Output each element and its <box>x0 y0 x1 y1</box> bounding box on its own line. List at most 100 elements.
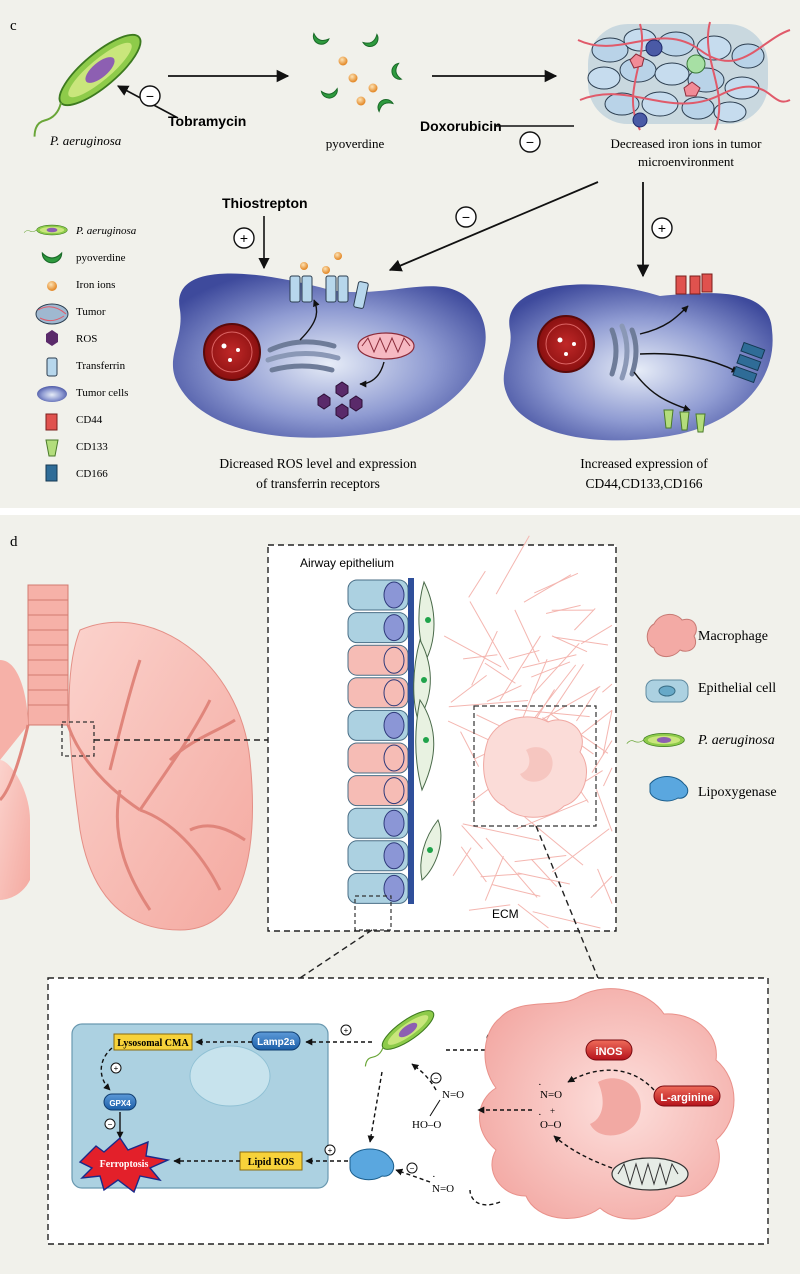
tumor-to-left-cell-arrow <box>388 181 599 272</box>
ecm-fiber <box>532 911 601 929</box>
right-tumor-cell <box>503 284 773 441</box>
ecm-fiber <box>545 604 581 614</box>
panel-c-legend-label: CD133 <box>76 441 108 453</box>
l-arginine-pill <box>653 1085 721 1107</box>
peroxynitrite-label: HO–O <box>412 1119 441 1131</box>
macrophage-zoom-box <box>473 705 597 827</box>
legend-macrophage-icon <box>646 614 697 657</box>
ferroptosis-label: Ferroptosis <box>100 1159 149 1170</box>
panel-d-legend-label: Lipoxygenase <box>698 785 777 800</box>
lamp2a-pill <box>251 1031 301 1051</box>
minus-sign: − <box>410 1164 415 1173</box>
plus-circle-icon <box>340 1024 352 1036</box>
ecm-fiber <box>469 601 510 671</box>
radical-dot-3: · <box>432 1171 436 1183</box>
plus-circle-icon <box>324 1144 336 1156</box>
right-caption-line2: CD44,CD133,CD166 <box>585 476 702 491</box>
ecm-fiber <box>602 683 613 693</box>
minus-sign: − <box>462 209 470 225</box>
ecm-fiber <box>514 609 540 663</box>
lipoxygenase-blob <box>349 1148 395 1181</box>
plus-circle-icon <box>651 217 673 239</box>
ecm-fiber <box>486 685 522 702</box>
cd166-receptors <box>732 341 766 384</box>
lung-illustration <box>0 584 253 931</box>
ecm-fiber <box>517 872 570 885</box>
epithelial-cell-nucleus <box>383 679 405 707</box>
ecm-fiber <box>485 837 538 898</box>
transferrin-receptors <box>289 252 369 309</box>
panel-c-legend <box>23 224 69 482</box>
ros-cluster <box>317 381 363 420</box>
ecm-fiber <box>443 635 502 668</box>
ecm-fiber <box>491 884 541 897</box>
panel-d-legend-label: Macrophage <box>698 629 768 644</box>
ecm-fiber <box>530 858 558 887</box>
ecm-fiber <box>450 674 487 703</box>
plus-sign: + <box>240 230 248 246</box>
legend-tumor-icon <box>35 303 69 325</box>
ferroptosis-starburst <box>78 1136 171 1194</box>
radical-dot-2: · <box>538 1109 542 1121</box>
legend-iron-icon <box>47 281 57 291</box>
cd133-receptors <box>663 409 706 433</box>
ecm-fiber <box>524 816 584 866</box>
panel-c-legend-label: CD44 <box>76 414 103 426</box>
minus-circle-icon <box>430 1072 442 1084</box>
ecm-fiber <box>484 662 516 684</box>
tumor-label-line1: Decreased iron ions in tumor <box>611 136 763 151</box>
ecm-fiber <box>602 710 613 755</box>
minus-circle-icon <box>104 1118 116 1130</box>
panel-c-legend-label: pyoverdine <box>76 252 126 264</box>
ecm-fiber <box>574 608 596 631</box>
tumor-cluster <box>577 21 791 131</box>
tumor-label-line2: microenvironment <box>638 154 734 169</box>
lung-zoom-box <box>61 721 95 757</box>
ecm-fiber <box>514 708 590 718</box>
panel-c-legend-label: Iron ions <box>76 279 115 291</box>
plus-circle-icon <box>110 1062 122 1074</box>
golgi-icon <box>265 339 341 373</box>
bacterium-label: P. aeruginosa <box>49 133 122 148</box>
no-label-macrophage: N=O <box>540 1089 562 1101</box>
ecm-fiber <box>460 731 480 767</box>
no-label-lower: N=O <box>432 1183 454 1195</box>
minus-sign: − <box>434 1074 439 1083</box>
plus-circle-icon <box>233 227 255 249</box>
ecm-fiber <box>576 686 599 722</box>
ecm-label: ECM <box>492 907 519 921</box>
zoom-line-right <box>535 825 599 979</box>
macrophage-small-nucleus <box>520 747 553 782</box>
ecm-fiber <box>499 635 541 701</box>
minus-circle-icon <box>406 1162 418 1174</box>
epithelial-cell-nucleus <box>383 777 405 805</box>
left-tumor-cell <box>172 273 486 438</box>
inos-pill <box>585 1039 633 1061</box>
ecm-fiber <box>484 856 504 901</box>
ecm-fiber <box>531 661 571 678</box>
peroxynitrite-inhibit-arrow <box>411 1063 437 1091</box>
epithelial-nucleus <box>189 1045 271 1107</box>
panel-d-letter: d <box>10 534 18 550</box>
cd44-receptors <box>675 273 713 295</box>
ecm-fiber <box>590 875 613 899</box>
epithelial-cell-nucleus <box>383 809 405 837</box>
inos-label: iNOS <box>596 1046 623 1058</box>
tobramycin-label: Tobramycin <box>168 113 246 129</box>
ecm-fiber <box>514 855 567 863</box>
ecm-fiber <box>461 825 483 850</box>
legend-cd166-icon <box>45 464 58 482</box>
panel-c-legend-label: CD166 <box>76 468 108 480</box>
ecm-fiber <box>520 658 548 723</box>
lower-no-from-macrophage <box>469 1189 501 1206</box>
lamp2a-label: Lamp2a <box>257 1037 295 1048</box>
golgi-icon <box>609 323 639 381</box>
legend-cd44-icon <box>45 413 58 431</box>
ecm-fiber <box>551 828 610 873</box>
ecm-fiber <box>597 868 613 904</box>
panel-c-legend-label: P. aeruginosa <box>75 225 137 237</box>
legend-tumor-cell-icon <box>37 386 67 402</box>
